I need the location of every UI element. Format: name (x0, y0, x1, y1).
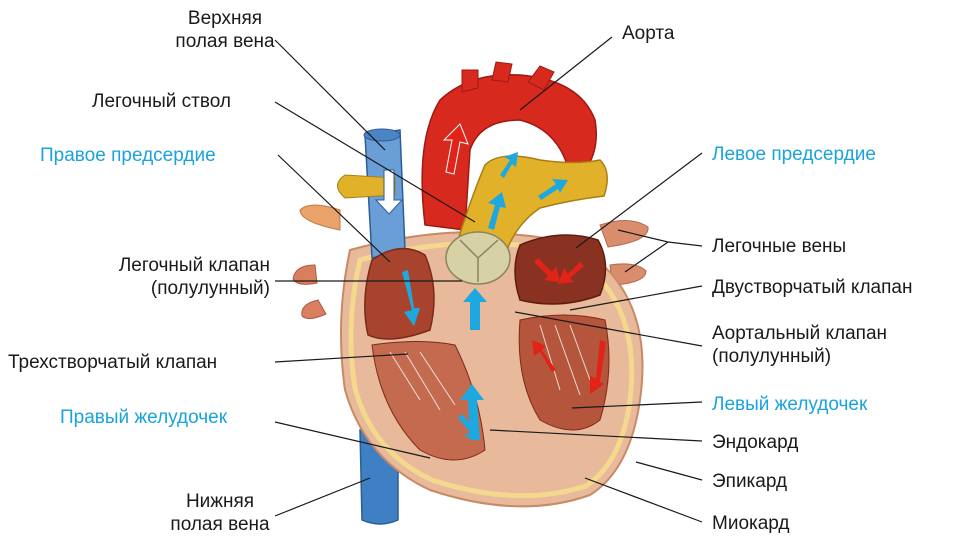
label-line: Нижняя (165, 490, 275, 513)
label-aorta: Аорта (622, 22, 674, 45)
left-atrium-chamber (515, 235, 606, 304)
label-line: полая вена (170, 30, 280, 53)
label-line: Легочный клапан (60, 254, 270, 277)
label-line: полая вена (165, 513, 275, 536)
label-line: Верхняя (170, 7, 280, 30)
left-pulmonary-veins (293, 205, 340, 319)
label-superior-vena-cava: Верхняя полая вена (170, 7, 280, 53)
pulmonary-valve-shape (446, 232, 510, 284)
label-epicardium: Эпикард (712, 470, 787, 493)
label-pulmonary-veins: Легочные вены (712, 235, 846, 258)
label-left-atrium: Левое предсердие (712, 143, 876, 166)
label-endocardium: Эндокард (712, 431, 798, 454)
label-left-ventricle: Левый желудочек (712, 393, 867, 416)
label-line: (полулунный) (712, 345, 887, 368)
label-mitral-valve: Двустворчатый клапан (712, 276, 912, 299)
label-tricuspid-valve: Трехстворчатый клапан (8, 351, 217, 374)
label-right-atrium: Правое предсердие (40, 144, 216, 167)
right-atrium-chamber (365, 249, 434, 339)
label-inferior-vena-cava: Нижняя полая вена (165, 490, 275, 536)
label-right-ventricle: Правый желудочек (60, 406, 227, 429)
label-line: (полулунный) (60, 277, 270, 300)
label-aortic-valve: Аортальный клапан (полулунный) (712, 322, 887, 368)
label-myocardium: Миокард (712, 512, 790, 535)
label-line: Аортальный клапан (712, 322, 887, 345)
label-pulmonary-trunk: Легочный ствол (92, 90, 231, 113)
label-pulmonary-valve: Легочный клапан (полулунный) (60, 254, 270, 300)
